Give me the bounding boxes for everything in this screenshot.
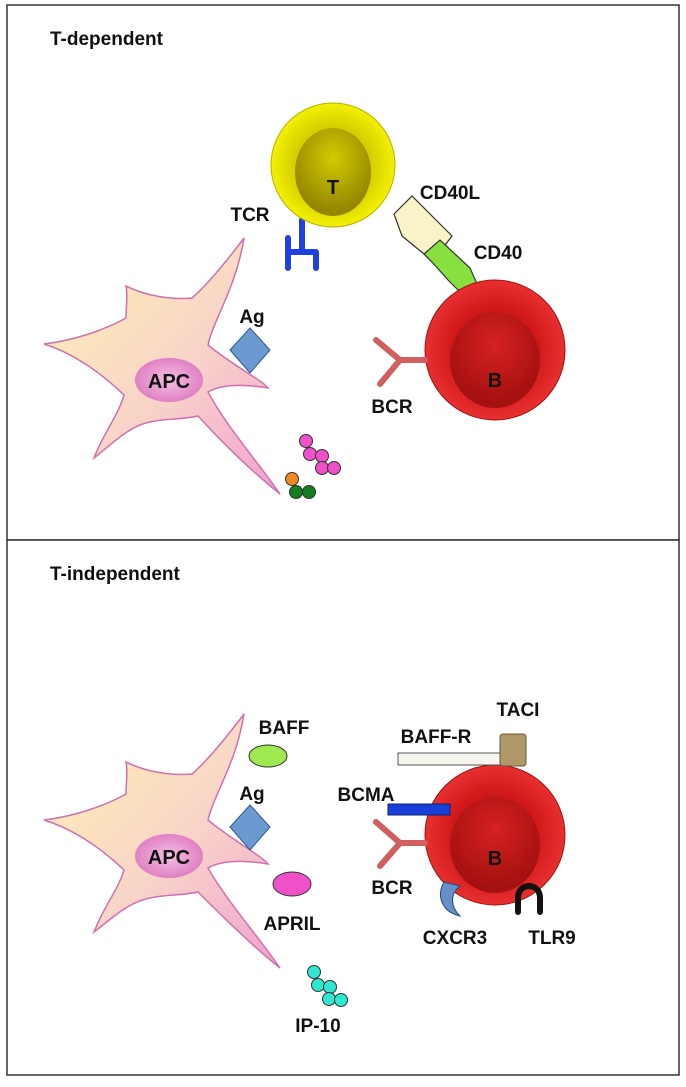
cxcr3-label: CXCR3 — [423, 928, 487, 949]
b-cell-bottom: B — [424, 764, 566, 906]
bcr-label-bottom: BCR — [371, 878, 412, 899]
baff-molecule — [248, 744, 288, 768]
panel-title-t-dependent: T-dependent — [50, 29, 164, 50]
apc-cell-bottom: APC — [43, 713, 281, 969]
april-label: APRIL — [264, 914, 321, 935]
bcr-receptor-icon-bottom — [373, 819, 428, 869]
baff-label: BAFF — [259, 718, 310, 739]
antigen-label-bottom: Ag — [239, 784, 264, 805]
chemokine-cluster-top — [285, 434, 341, 499]
apc-label-bottom: APC — [148, 847, 190, 869]
antigen-diamond — [229, 327, 271, 374]
bcr-receptor-icon-top — [373, 337, 428, 387]
cxcr3-receptor — [440, 881, 462, 917]
cd40-label: CD40 — [474, 243, 523, 264]
taci-receptor — [499, 733, 527, 767]
b-cell-label-top: B — [488, 370, 502, 392]
antigen-diamond-bottom — [229, 804, 271, 851]
bcma-label: BCMA — [338, 785, 395, 806]
tcr-label: TCR — [230, 205, 269, 226]
t-cell-label: T — [327, 177, 339, 199]
apc-cell-top: APC — [43, 237, 281, 495]
ip10-cluster — [307, 965, 348, 1007]
tlr9-label: TLR9 — [528, 928, 576, 949]
bcr-label-top: BCR — [371, 397, 412, 418]
b-cell-top: B — [424, 279, 566, 421]
antigen-label: Ag — [239, 307, 264, 328]
apc-nucleus-bottom — [135, 834, 203, 878]
ip10-label: IP-10 — [295, 1016, 340, 1037]
t-cell: T — [270, 102, 396, 228]
tlr9-receptor — [515, 883, 543, 915]
apc-nucleus — [135, 358, 203, 402]
panel-t-dependent — [6, 4, 680, 541]
cd40l-label: CD40L — [420, 183, 481, 204]
tcr-receptor-icon — [285, 217, 319, 271]
taci-label: TACI — [497, 700, 540, 721]
apc-label: APC — [148, 371, 190, 393]
panel-title-t-independent: T-independent — [50, 564, 181, 585]
april-molecule — [272, 871, 312, 897]
bcma-receptor — [387, 803, 451, 816]
baff-r-receptor — [397, 752, 503, 766]
baff-r-label: BAFF-R — [401, 727, 472, 748]
b-cell-label-bottom: B — [488, 848, 502, 870]
